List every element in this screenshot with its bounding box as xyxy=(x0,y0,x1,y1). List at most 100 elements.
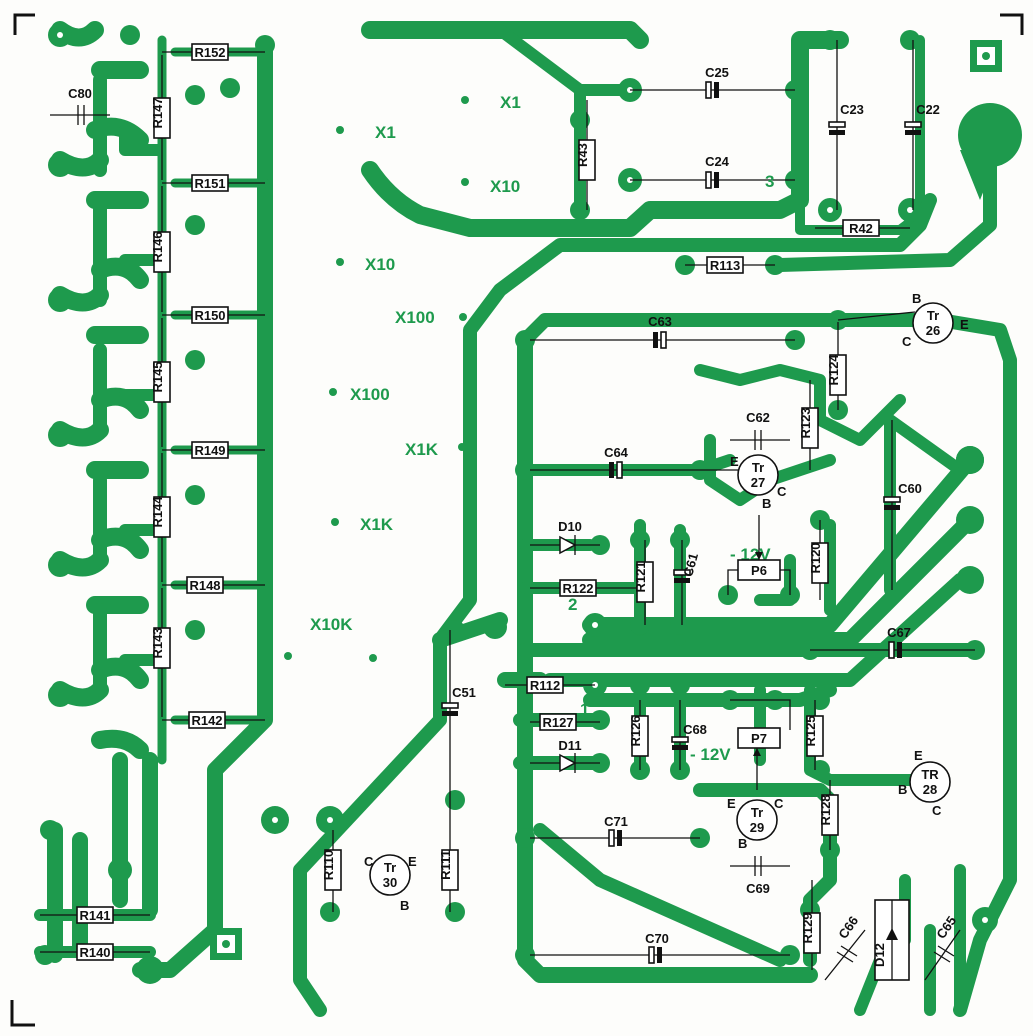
resistor-r152: R152 xyxy=(162,43,265,61)
svg-text:E: E xyxy=(730,454,739,469)
capacitor-c23: C23 xyxy=(828,40,864,210)
svg-text:C24: C24 xyxy=(705,154,730,169)
resistor-r147: R147 xyxy=(150,55,171,180)
svg-text:C71: C71 xyxy=(604,814,628,829)
svg-text:29: 29 xyxy=(750,820,764,835)
svg-text:R145: R145 xyxy=(150,361,165,392)
svg-text:R122: R122 xyxy=(562,581,593,596)
resistor-r128: R128 xyxy=(818,780,839,850)
capacitor-c70: C70 xyxy=(530,931,790,964)
resistor-r124: R124 xyxy=(826,322,847,410)
capacitor-c22: C22 xyxy=(904,40,940,210)
svg-text:R110: R110 xyxy=(321,850,336,880)
svg-text:D12: D12 xyxy=(872,943,887,967)
svg-text:E: E xyxy=(727,796,736,811)
svg-text:C: C xyxy=(902,334,912,349)
transistor-tr30: Tr 30 C E B xyxy=(364,854,417,913)
svg-text:R128: R128 xyxy=(818,794,833,825)
pad-2-label: 2 xyxy=(568,595,577,614)
neg12v-label-b: - 12V xyxy=(690,745,731,764)
range-x1-b: X1 xyxy=(375,123,396,142)
svg-text:C64: C64 xyxy=(604,445,629,460)
svg-text:R151: R151 xyxy=(194,176,225,191)
range-x100-b: X100 xyxy=(350,385,390,404)
transistor-tr27: Tr 27 E C B xyxy=(700,454,787,511)
range-x1k-b: X1K xyxy=(360,515,394,534)
svg-text:E: E xyxy=(914,748,923,763)
diode-d12: D12 xyxy=(872,899,910,981)
pad-1-label: 1 xyxy=(580,700,589,719)
capacitor-c66: C66 xyxy=(824,913,866,981)
diode-d11: D11 xyxy=(530,738,600,773)
svg-text:C: C xyxy=(774,796,784,811)
svg-text:R126: R126 xyxy=(628,715,643,746)
svg-text:R121: R121 xyxy=(633,561,648,592)
svg-text:R111: R111 xyxy=(438,850,453,880)
resistor-r121: R121 xyxy=(633,540,654,625)
svg-text:R42: R42 xyxy=(849,221,873,236)
transistor-tr28: TR 28 E B C xyxy=(898,748,951,818)
resistor-r145: R145 xyxy=(150,318,171,447)
resistor-r123: R123 xyxy=(798,380,819,470)
svg-text:C61: C61 xyxy=(680,551,701,578)
resistor-r111: R111 xyxy=(438,800,459,912)
range-x10-b: X10 xyxy=(365,255,395,274)
svg-text:B: B xyxy=(912,291,921,306)
capacitor-c80: C80 xyxy=(50,86,110,125)
range-x100-a: X100 xyxy=(395,308,435,327)
range-labels: X1 X1 X10 X10 X100 X100 X1K X1K X10K xyxy=(284,93,521,662)
svg-text:P7: P7 xyxy=(751,731,767,746)
capacitor-c51: C51 xyxy=(441,630,476,800)
pad-holes xyxy=(57,32,988,923)
right-circuit-traces xyxy=(432,313,1017,1017)
svg-text:R113: R113 xyxy=(710,258,740,273)
resistor-r129: R129 xyxy=(800,880,821,970)
svg-text:C69: C69 xyxy=(746,881,770,896)
range-x10-a: X10 xyxy=(490,177,520,196)
svg-text:R143: R143 xyxy=(150,627,165,658)
capacitor-c68: C68 xyxy=(671,700,707,770)
resistor-r144: R144 xyxy=(150,453,171,582)
resistor-r125: R125 xyxy=(803,700,824,770)
svg-text:26: 26 xyxy=(926,323,940,338)
transistor-tr29: Tr 29 E C B xyxy=(727,796,784,851)
resistor-r151: R151 xyxy=(162,174,265,192)
svg-text:Tr: Tr xyxy=(751,805,763,820)
mounting-pad-bottom xyxy=(210,928,242,960)
resistor-r120: R120 xyxy=(808,520,829,600)
potentiometer-p7: P7 xyxy=(730,699,791,790)
capacitor-c63: C63 xyxy=(530,314,795,349)
svg-text:B: B xyxy=(762,496,771,511)
svg-text:30: 30 xyxy=(383,875,397,890)
svg-text:D10: D10 xyxy=(558,519,582,534)
left-ladder-pads xyxy=(35,23,275,984)
resistor-r149: R149 xyxy=(162,441,265,459)
svg-text:C63: C63 xyxy=(648,314,672,329)
resistor-r142: R142 xyxy=(162,711,265,729)
svg-text:C: C xyxy=(932,803,942,818)
capacitor-c69: C69 xyxy=(730,856,790,896)
svg-text:B: B xyxy=(738,836,747,851)
svg-text:P6: P6 xyxy=(751,563,767,578)
svg-text:R141: R141 xyxy=(79,908,110,923)
svg-text:C62: C62 xyxy=(746,410,770,425)
svg-text:R147: R147 xyxy=(150,97,165,128)
svg-text:R43: R43 xyxy=(575,143,590,167)
resistor-r113: R113 xyxy=(685,256,775,274)
pad-3-label: 3 xyxy=(765,172,774,191)
svg-text:C23: C23 xyxy=(840,102,864,117)
svg-text:R142: R142 xyxy=(191,713,222,728)
resistor-r42: R42 xyxy=(815,219,910,237)
svg-text:R123: R123 xyxy=(798,407,813,438)
capacitor-c25: C25 xyxy=(630,65,795,99)
svg-text:R152: R152 xyxy=(194,45,225,60)
svg-text:C: C xyxy=(364,854,374,869)
resistor-r150: R150 xyxy=(162,306,265,324)
svg-text:R124: R124 xyxy=(826,354,841,386)
svg-text:B: B xyxy=(898,782,907,797)
svg-text:D11: D11 xyxy=(558,738,581,753)
resistor-r110: R110 xyxy=(321,830,342,912)
svg-text:Tr: Tr xyxy=(752,460,764,475)
transistor-tr26: Tr 26 B C E xyxy=(837,291,969,349)
